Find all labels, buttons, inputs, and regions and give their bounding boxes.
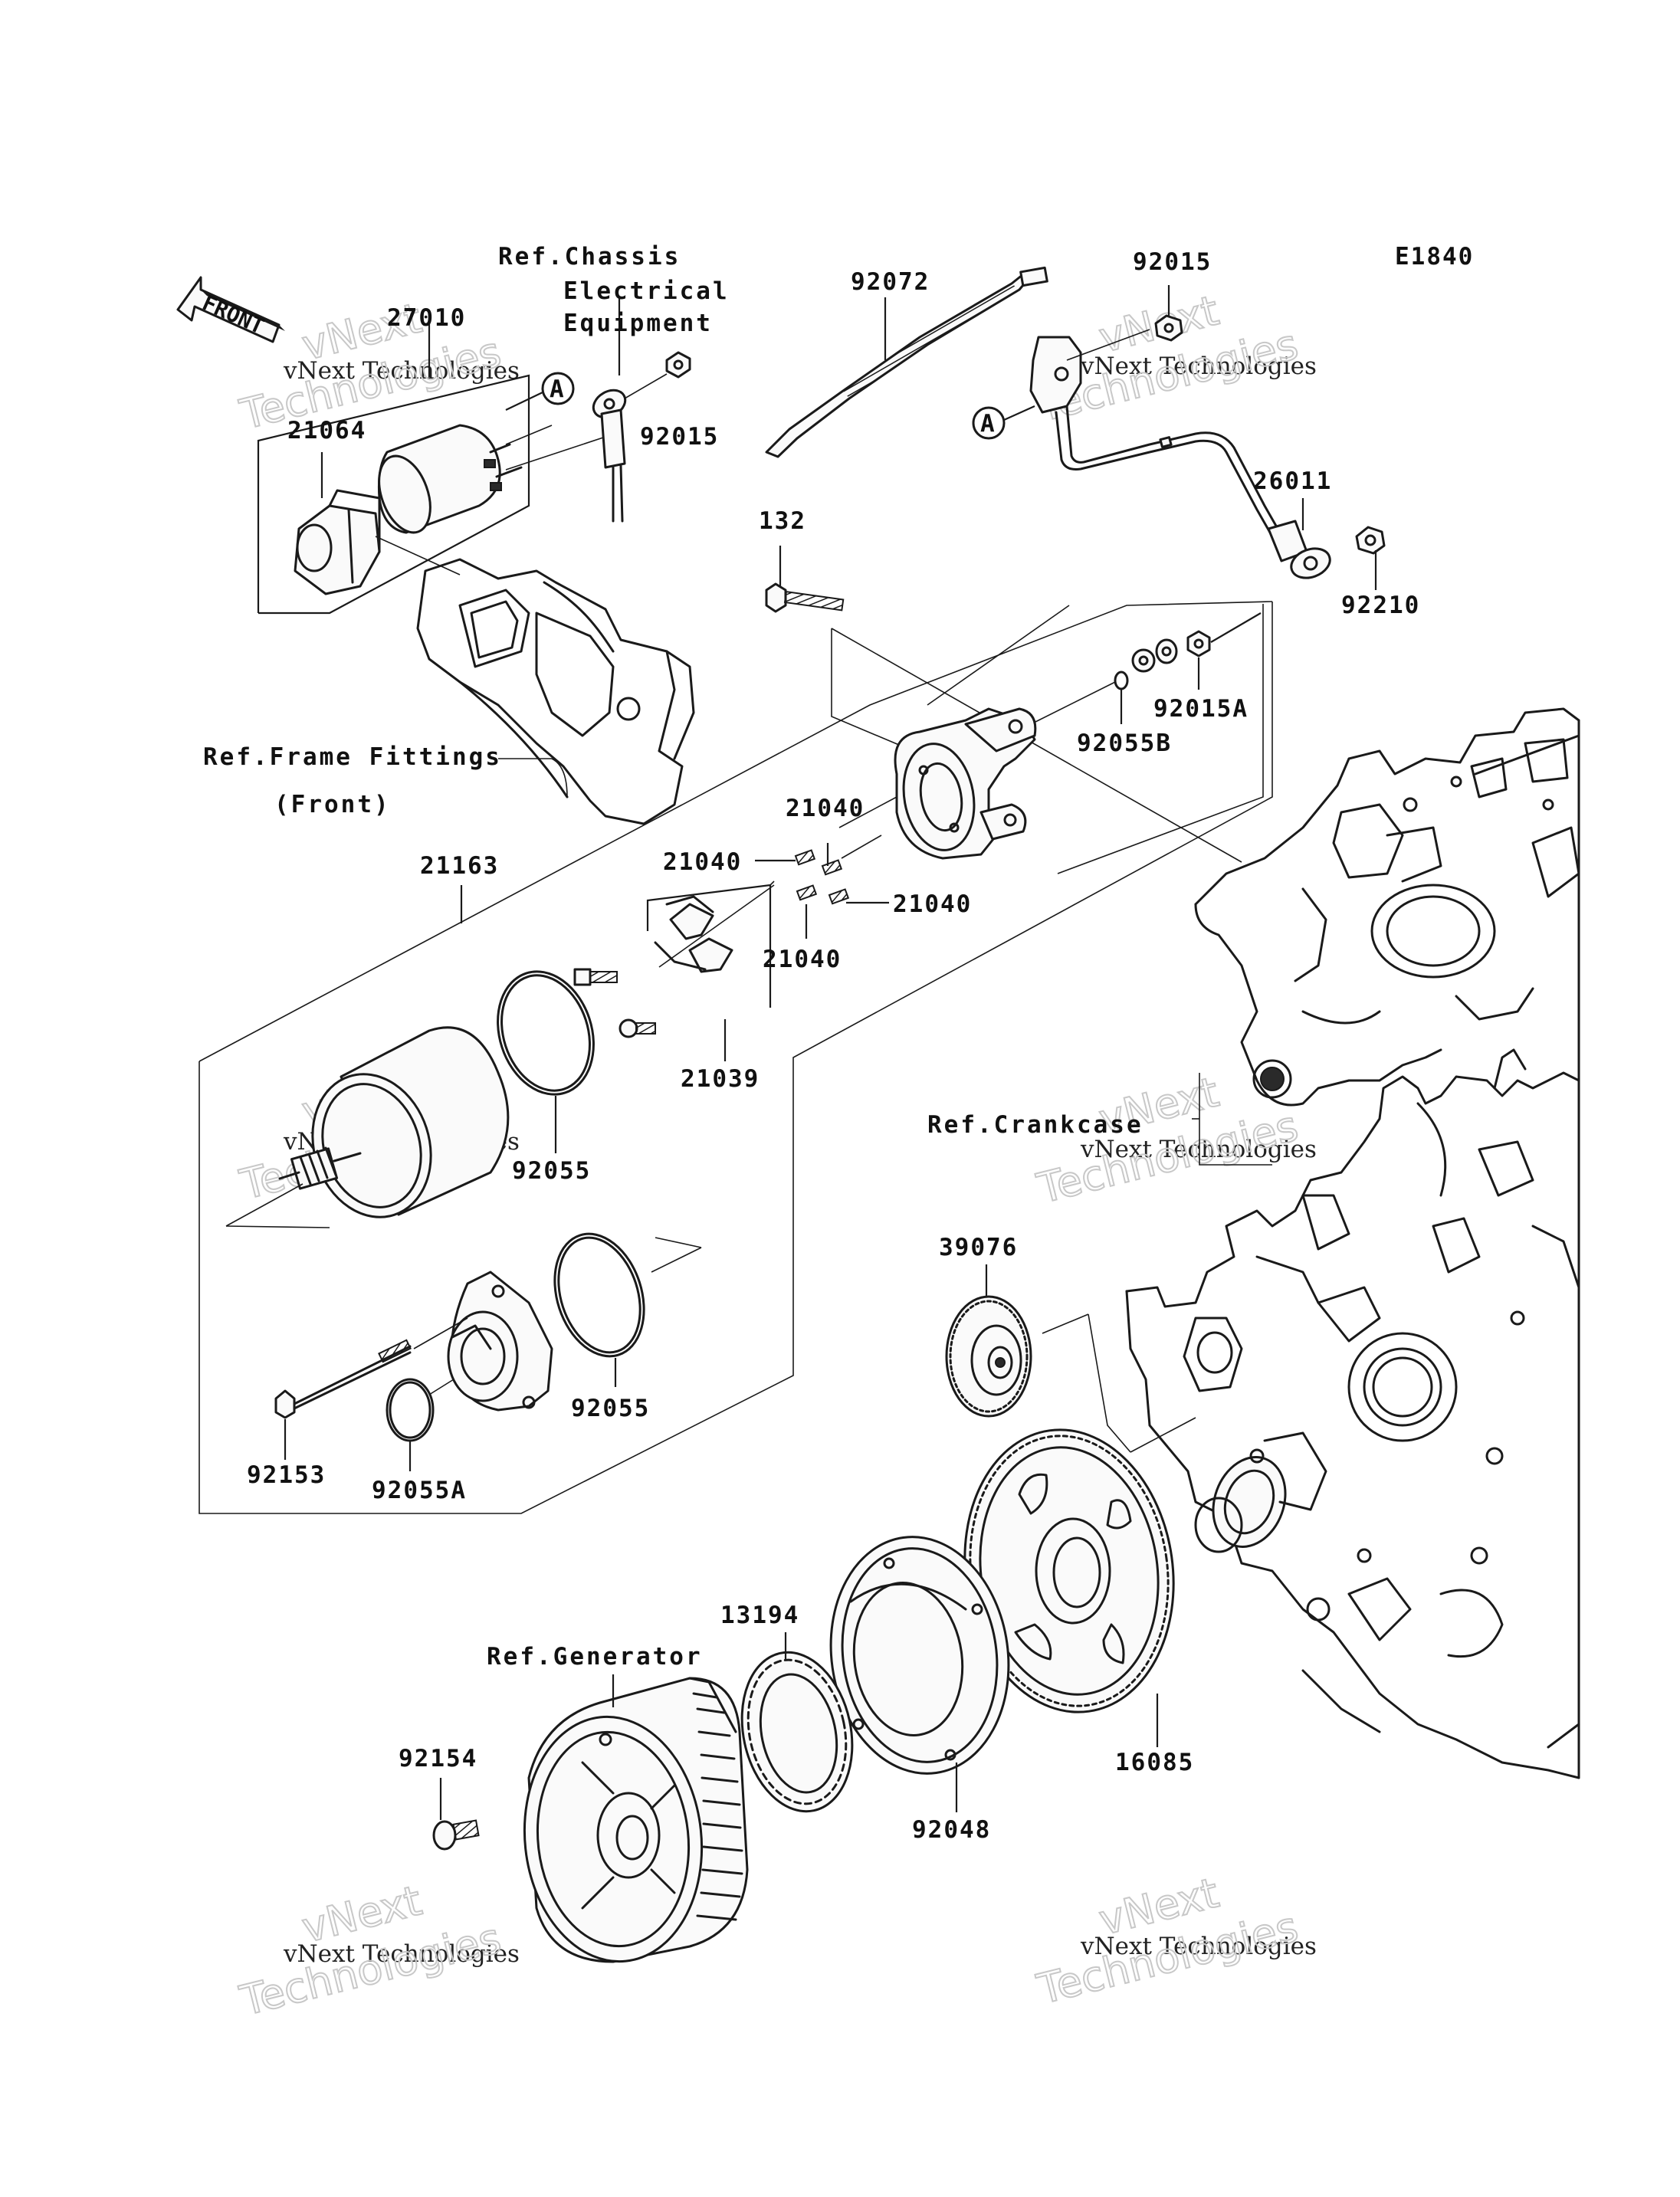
part-label-92015-right: 92015 <box>1133 248 1212 276</box>
watermark-top-left: vNext Technologies vNext Technologies <box>235 293 520 440</box>
part-label-92210: 92210 <box>1341 592 1420 619</box>
callout-a-circle <box>972 406 1006 440</box>
part-label-21040-left: 21040 <box>663 848 742 876</box>
part-label-21039: 21039 <box>681 1065 760 1093</box>
through-bolt-92153 <box>274 1317 468 1460</box>
one-way-clutch-13194 <box>740 1632 854 1813</box>
part-label-21040-top: 21040 <box>786 795 865 822</box>
watermark-text: vNext Technologies <box>1080 1136 1317 1163</box>
bolt-132 <box>765 546 845 613</box>
starter-relay <box>378 424 523 534</box>
ref-generator-label: Ref.Generator <box>487 1643 703 1671</box>
crankcase-lower <box>1125 1048 1580 1779</box>
part-label-92055A: 92055A <box>372 1477 467 1504</box>
ref-frame-fittings-label: Ref.Frame Fittings <box>203 743 502 771</box>
part-label-92055-upper: 92055 <box>512 1157 591 1185</box>
ref-crankcase-label: Ref.Crankcase <box>927 1111 1144 1139</box>
nut-92015-right <box>1154 285 1183 342</box>
watermark-text: vNext Technologies <box>283 1940 520 1968</box>
part-label-132: 132 <box>759 507 806 535</box>
starter-clutch-gear-16085 <box>963 1428 1175 1747</box>
crankcase-upper <box>1194 707 1580 1107</box>
part-label-92153: 92153 <box>247 1461 326 1489</box>
relay-cover <box>294 489 381 595</box>
watermark-text: vNext Technologies <box>283 357 520 385</box>
brush-springs-21040 <box>755 835 889 939</box>
part-label-92048: 92048 <box>912 1816 991 1844</box>
nut-92015A <box>1131 612 1262 690</box>
watermark-bottom-right: vNext Technologies vNext Technologies <box>1032 1867 1317 2015</box>
o-ring-92055-upper <box>497 970 595 1153</box>
part-label-92072: 92072 <box>851 268 930 296</box>
o-ring-92055B <box>1030 671 1129 725</box>
part-label-13194: 13194 <box>720 1602 799 1629</box>
callout-a-letter-right: A <box>980 410 996 438</box>
part-label-92015-left: 92015 <box>640 423 719 451</box>
part-label-92154: 92154 <box>399 1745 477 1772</box>
battery-cable-terminal <box>592 297 668 523</box>
nut-92210 <box>1355 526 1386 590</box>
ref-chassis-label: Ref.Chassis <box>498 243 681 271</box>
nut-92015-left <box>665 351 691 379</box>
starter-end-cover <box>838 707 1037 860</box>
part-label-26011: 26011 <box>1253 467 1332 495</box>
part-label-92055B: 92055B <box>1077 730 1172 757</box>
brush-screw <box>619 1018 656 1038</box>
idle-gear-39076 <box>945 1264 1196 1453</box>
ref-chassis-label-3: Equipment <box>563 310 713 337</box>
frame-fitting-bracket <box>416 558 695 825</box>
part-label-21040-right: 21040 <box>893 890 972 918</box>
solenoid-group: A <box>257 322 606 615</box>
front-arrow-label: FRONT <box>199 290 267 339</box>
o-ring-92055-lower <box>553 1232 702 1387</box>
watermark-bottom-left: vNext Technologies vNext Technologies <box>235 1875 520 2026</box>
part-label-92015A: 92015A <box>1153 695 1249 723</box>
cable-tie-92072 <box>765 266 1048 458</box>
diagram-code: E1840 <box>1395 243 1474 271</box>
watermark-text: vNext Technologies <box>1080 1933 1317 1960</box>
pinion-gear <box>278 1146 362 1190</box>
ref-frame-fittings-label-2: (Front) <box>274 791 391 818</box>
front-arrow-icon: FRONT <box>176 276 285 343</box>
part-label-21064: 21064 <box>287 417 366 444</box>
brush-screw <box>573 968 618 986</box>
ground-lead-26011: A <box>972 329 1331 579</box>
part-label-21040-bottom: 21040 <box>763 946 842 973</box>
generator-rotor <box>523 1674 749 1963</box>
callout-a-letter: A <box>550 375 566 403</box>
watermark-text: vNext Technologies <box>1080 353 1317 380</box>
bearing-92048 <box>829 1536 1010 1812</box>
part-label-16085: 16085 <box>1115 1749 1194 1776</box>
bolt-92154 <box>432 1778 480 1851</box>
o-ring-92055A <box>386 1378 454 1471</box>
part-label-92055-lower: 92055 <box>571 1395 650 1422</box>
starter-yoke <box>278 1026 510 1218</box>
starter-front-cover <box>447 1271 553 1412</box>
brush-holder-21039 <box>573 880 775 1061</box>
part-label-21163: 21163 <box>420 852 499 880</box>
callout-a-circle <box>541 372 575 405</box>
part-label-39076: 39076 <box>939 1234 1018 1261</box>
part-label-27010: 27010 <box>387 304 466 332</box>
ref-chassis-label-2: Electrical <box>563 277 730 305</box>
